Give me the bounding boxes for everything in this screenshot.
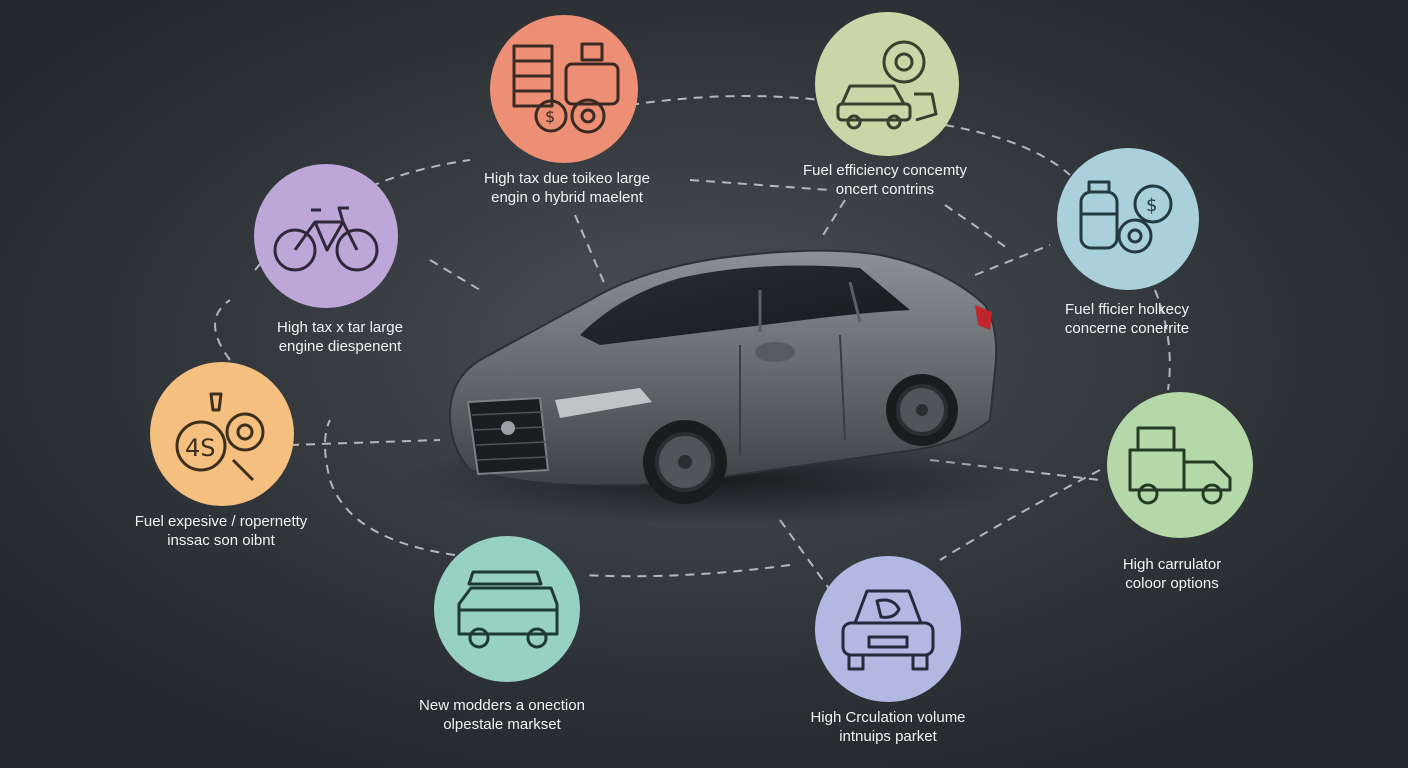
car-gear-icon (836, 40, 938, 130)
node-circle-new-models (434, 536, 580, 682)
label-line-1: High tax x tar large (277, 319, 403, 336)
connector-arc-bottom (584, 564, 791, 578)
fuel-tank-money-gear-icon: $ (1079, 180, 1173, 254)
van-roof-rack-icon (457, 570, 559, 649)
label-line-2: intnuips parket (839, 728, 937, 745)
node-circle-high-circulation (815, 556, 961, 702)
connector-spoke-right-a (944, 204, 1011, 251)
label-line-1: New modders a onection (419, 697, 585, 714)
server-gear-money-icon: $ (512, 42, 620, 134)
label-line-1: Fuel fficier holkecy (1065, 301, 1189, 318)
node-label-high-circulation: High Crculation volume intnuips parket (810, 708, 965, 746)
node-circle-fuel-efficier-right: $ (1057, 148, 1199, 290)
car-front-icon (841, 589, 935, 671)
label-line-2: coloor options (1125, 575, 1219, 592)
node-label-fuel-expensive: Fuel expesive / ropernetty inssac son oi… (135, 512, 308, 550)
node-label-fuel-efficier-right: Fuel fficier holkecy concerne conerrite (1065, 300, 1189, 338)
svg-text:4S: 4S (185, 434, 216, 462)
label-line-1: Fuel expesive / ropernetty (134, 513, 308, 530)
label-line-2: engin o hybrid maelent (491, 189, 643, 206)
node-circle-high-circulator (1107, 392, 1253, 538)
connector-spoke-bottom (779, 519, 831, 591)
front-wheel (643, 420, 727, 504)
node-circle-tax-engine-hybrid: $ (490, 15, 638, 163)
connector-spoke-right-b (974, 244, 1051, 276)
connector-spoke-upper-left (429, 259, 481, 291)
svg-text:$: $ (545, 107, 555, 126)
label-line-2: engine diespenent (278, 338, 402, 355)
connector-spoke-center (689, 179, 831, 191)
connector-arc-right (1154, 289, 1171, 391)
connector-spoke-topleft (574, 214, 606, 286)
connector-arc-top (629, 95, 821, 106)
service-4s-gear-icon: 4S (175, 392, 265, 482)
svg-text:$: $ (1146, 195, 1157, 216)
bicycle-icon (273, 206, 379, 272)
node-circle-fuel-expensive: 4S (150, 362, 294, 506)
label-line-1: Fuel efficiency concemty (803, 162, 967, 179)
node-label-high-tax-engine: High tax x tar large engine diespenent (277, 318, 403, 356)
label-line-1: High tax due toikeo large (484, 170, 650, 187)
node-label-tax-engine-hybrid: High tax due toikeo large engin o hybrid… (484, 169, 650, 207)
node-label-new-models: New modders a onection olpestale markset (419, 696, 585, 734)
connector-spoke-topright (819, 199, 846, 241)
label-line-2: inssac son oibnt (167, 532, 275, 549)
label-line-2: concerne conerrite (1064, 320, 1190, 337)
connector-arc-lower-left (324, 419, 456, 556)
connector-arc-left (214, 299, 231, 361)
connector-arc-lower-right (939, 469, 1101, 561)
label-line-1: High carrulator (1122, 556, 1222, 573)
connector-arc-upper-right (944, 124, 1071, 176)
truck-icon (1128, 426, 1232, 505)
label-line-2: oncert contrins (835, 181, 935, 198)
node-label-fuel-efficiency-top: Fuel efficiency concemty oncert contrins (803, 161, 967, 199)
label-line-2: olpestale markset (443, 716, 561, 733)
node-circle-high-tax-engine (254, 164, 398, 308)
node-circle-fuel-efficiency-top (815, 12, 959, 156)
rear-wheel (886, 374, 958, 446)
node-label-high-circulator: High carrulator coloor options (1123, 555, 1221, 593)
label-line-1: High Crculation volume (810, 709, 966, 726)
